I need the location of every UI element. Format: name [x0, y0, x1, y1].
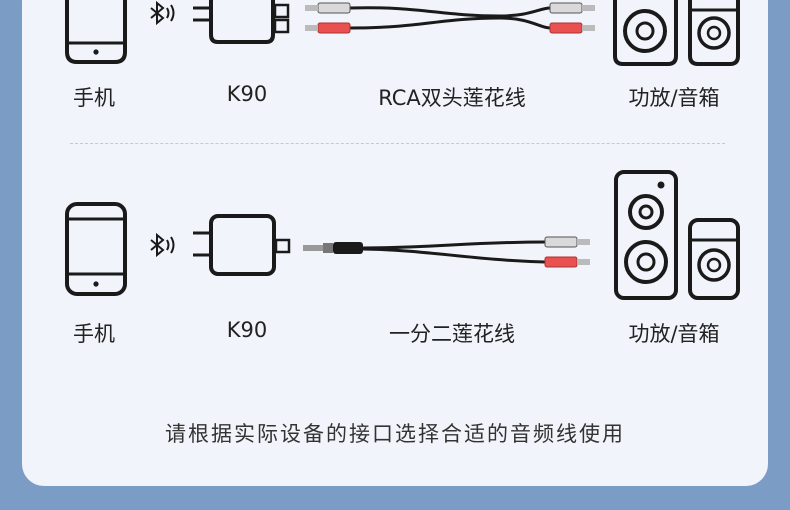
row1-cable-label: RCA双头莲花线 [378, 86, 526, 110]
bluetooth-icon [150, 232, 175, 258]
row1-speaker-label: 功放/音箱 [628, 86, 720, 110]
speaker-tall-icon [614, 170, 678, 300]
bluetooth-icon [150, 0, 175, 26]
phone-icon [65, 0, 127, 64]
footer-note: 请根据实际设备的接口选择合适的音频线使用 [165, 422, 625, 446]
speaker-large-icon [613, 0, 678, 66]
row2-cable-label: 一分二莲花线 [389, 322, 515, 346]
row1-device-label: K90 [226, 82, 268, 106]
row2-speaker-label: 功放/音箱 [628, 322, 720, 346]
row2-phone-label: 手机 [73, 322, 115, 346]
splitter-cable [303, 236, 590, 268]
section-divider [70, 143, 725, 144]
k90-adapter-icon [193, 214, 291, 276]
rca-double-cable [305, 2, 595, 34]
speaker-small-icon [688, 218, 740, 300]
row2-device-label: K90 [226, 318, 268, 342]
k90-adapter-icon [193, 0, 290, 44]
speaker-small-icon [688, 0, 740, 66]
phone-icon [65, 202, 127, 296]
row1-phone-label: 手机 [73, 86, 115, 110]
